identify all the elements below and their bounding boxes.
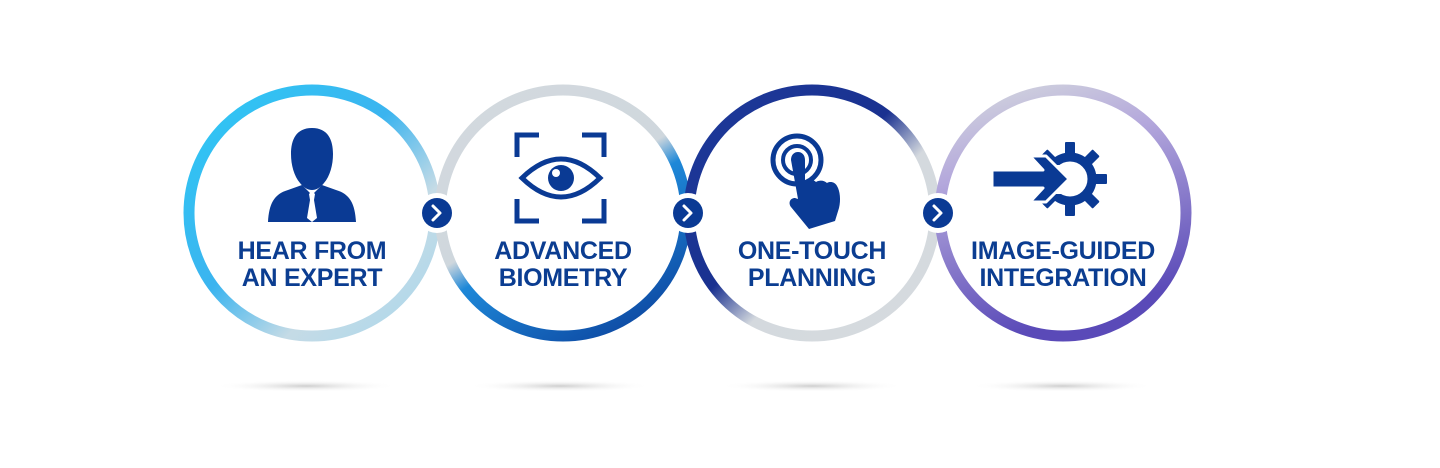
chevron-right-icon [682, 204, 693, 222]
step-ring-4 [934, 84, 1192, 342]
eye-scan-icon [514, 132, 607, 224]
connector-badge-3 [918, 193, 958, 233]
step-label-line1: ONE-TOUCH [738, 237, 886, 265]
step-label-line2: AN EXPERT [242, 264, 382, 292]
chevron-right-icon [431, 204, 442, 222]
arrow-gear-icon [990, 142, 1107, 216]
step-ring-2 [434, 84, 692, 342]
step-label-line1: IMAGE-GUIDED [971, 237, 1155, 265]
step-shadow [720, 380, 904, 392]
chevron-right-icon [932, 204, 943, 222]
step-label-line1: ADVANCED [494, 237, 631, 265]
connector-badge-2 [668, 193, 708, 233]
step-shadow [970, 380, 1154, 392]
businessman-icon [268, 128, 356, 222]
step-label-line2: PLANNING [748, 264, 876, 292]
touch-tap-icon [770, 133, 841, 229]
connector-badge-1 [417, 193, 457, 233]
step-shadow [214, 380, 398, 392]
step-label-line2: BIOMETRY [499, 264, 628, 292]
step-label-line1: HEAR FROM [238, 237, 387, 265]
step-shadow [468, 380, 652, 392]
step-label-line2: INTEGRATION [979, 264, 1146, 292]
